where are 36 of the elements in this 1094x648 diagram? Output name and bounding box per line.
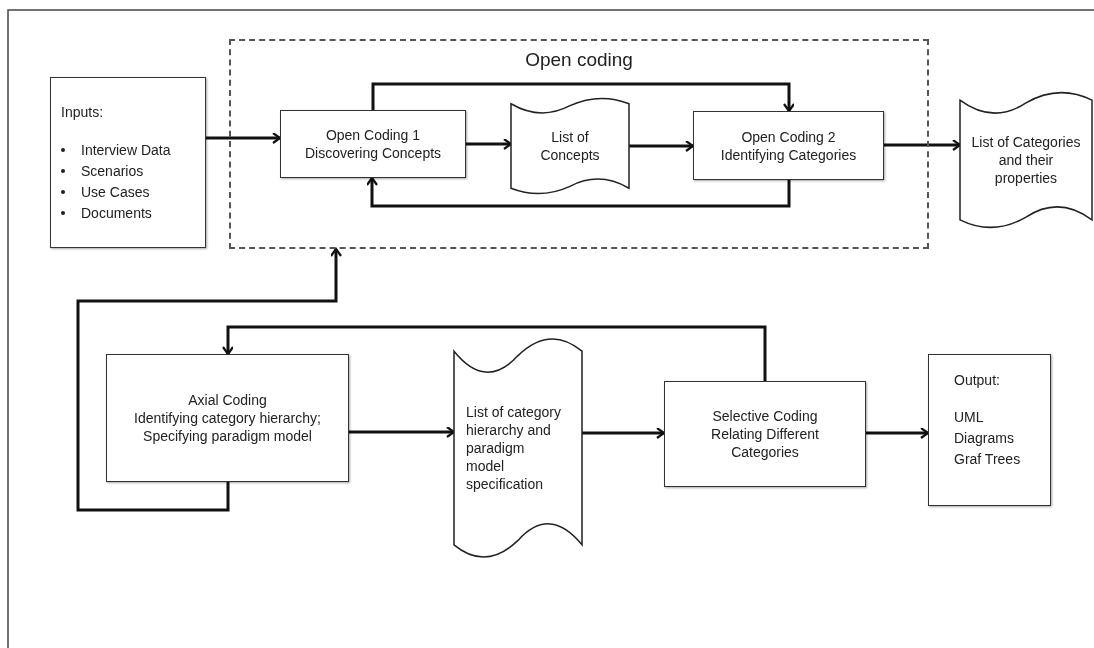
- arrow: [76, 247, 343, 512]
- arrow: [582, 426, 666, 440]
- box-label: Open Coding 2: [741, 127, 836, 146]
- box-heading: Output:: [954, 371, 1000, 389]
- box-label: List of Concepts: [539, 128, 601, 164]
- box-label: List of Categories and their properties: [970, 133, 1082, 187]
- box-label: Specifying paradigm model: [143, 427, 312, 445]
- process-box: [664, 381, 866, 487]
- box-label: Axial Coding: [188, 391, 267, 409]
- process-box: [106, 354, 349, 482]
- group-boundary: [229, 39, 929, 249]
- process-box: [928, 354, 1051, 506]
- arrow: [371, 82, 796, 113]
- box-label: Discovering Concepts: [304, 144, 442, 162]
- group-title: Open coding: [525, 49, 633, 71]
- list-item: Use Cases: [81, 182, 150, 201]
- arrow: [365, 176, 791, 208]
- box-label: Selective Coding: [712, 407, 818, 425]
- arrow: [866, 426, 930, 440]
- box-label: Open Coding 1: [325, 126, 421, 144]
- box-label: Relating Different Categories: [710, 425, 820, 461]
- box-label: Identifying category hierarchy;: [134, 409, 321, 427]
- output-item: UML Diagrams: [954, 408, 1015, 448]
- box-label: List of category hierarchy and paradigm model specification: [466, 403, 562, 493]
- box-heading: Inputs:: [61, 103, 104, 121]
- process-box: [693, 111, 884, 180]
- output-item: Graf Trees: [954, 450, 1022, 469]
- process-box: [50, 77, 206, 248]
- list-item: Scenarios: [81, 161, 144, 180]
- arrow: [206, 131, 282, 145]
- list-item: Documents: [81, 203, 152, 222]
- process-box: [280, 110, 466, 178]
- list-item: Interview Data: [81, 140, 171, 159]
- arrow: [629, 139, 695, 153]
- box-label: Identifying Categories: [720, 145, 857, 164]
- arrow: [221, 325, 767, 381]
